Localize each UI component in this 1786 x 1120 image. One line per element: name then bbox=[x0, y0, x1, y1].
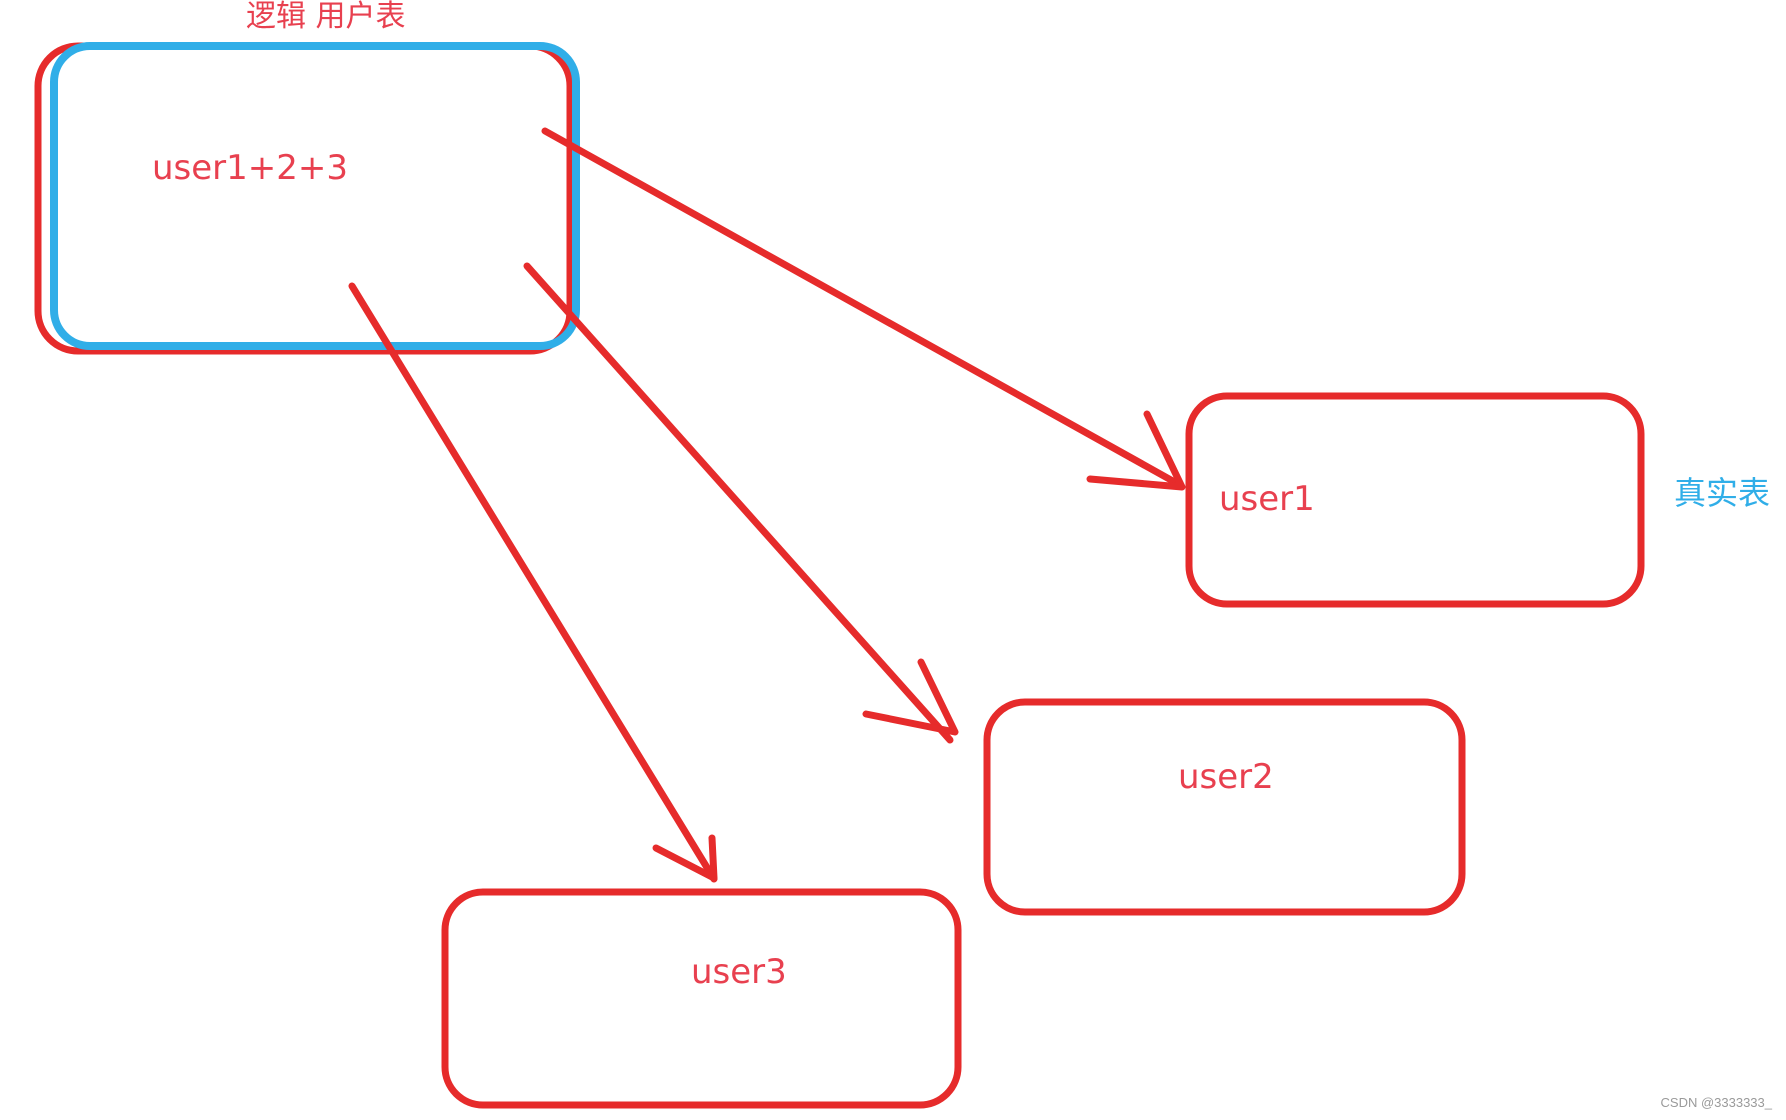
arrow-to-user1 bbox=[541, 127, 1184, 489]
user2-box[interactable] bbox=[983, 698, 1466, 916]
logical-table-title: 逻辑 用户表 bbox=[246, 0, 406, 34]
user3-label: user3 bbox=[691, 952, 787, 992]
watermark: CSDN @3333333_ bbox=[1660, 1095, 1772, 1110]
arrow-head-user3 bbox=[652, 834, 718, 882]
logical-table-label: user1+2+3 bbox=[152, 148, 348, 188]
logical-table-box-red[interactable] bbox=[34, 42, 574, 355]
user3-box[interactable] bbox=[441, 888, 962, 1109]
logical-table-box-blue[interactable] bbox=[50, 42, 580, 350]
user2-label: user2 bbox=[1178, 757, 1274, 797]
real-table-title: 真实表 bbox=[1674, 474, 1770, 512]
arrow-head-user1 bbox=[1086, 410, 1186, 491]
arrow-to-user3 bbox=[348, 282, 718, 883]
arrow-to-user2 bbox=[523, 262, 954, 744]
user1-box[interactable] bbox=[1185, 392, 1645, 608]
user1-label: user1 bbox=[1219, 479, 1315, 519]
arrow-head-user2 bbox=[862, 658, 959, 736]
